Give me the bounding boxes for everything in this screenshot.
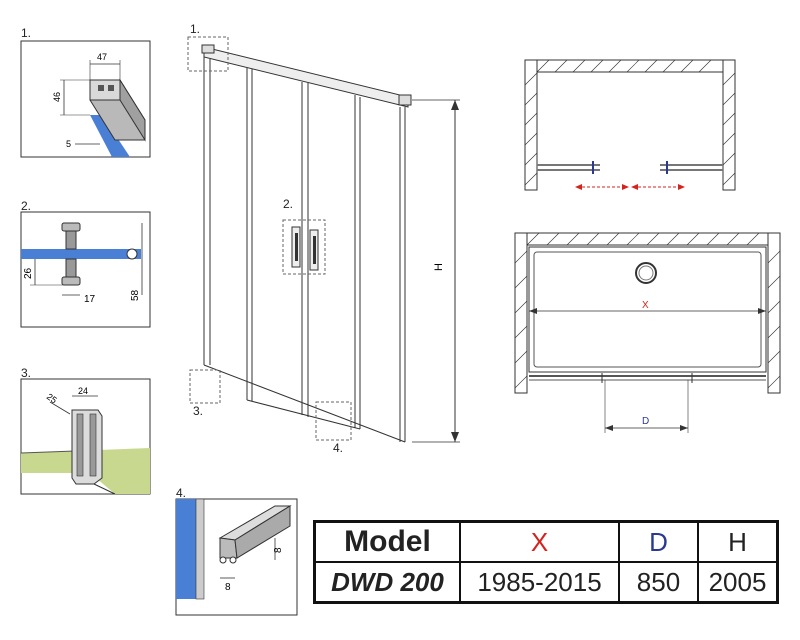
header-d: D <box>618 520 699 563</box>
detail-1-panel: 47 46 5 <box>20 40 151 158</box>
detail-1-dim-side: 5 <box>66 139 71 149</box>
detail-1-number: 1. <box>21 26 32 40</box>
cell-d: 850 <box>618 561 699 604</box>
detail-3-panel: 25 24 <box>20 378 151 495</box>
detail-3-dim-width: 24 <box>78 386 88 396</box>
header-x: X <box>459 520 620 563</box>
door-d-label: D <box>642 416 649 427</box>
plan-sliding-diagram <box>524 59 736 191</box>
cell-model: DWD 200 <box>313 561 461 604</box>
detail-4-panel: 8 8 <box>175 498 298 616</box>
detail-2-number: 2. <box>21 199 32 213</box>
spec-table-row: DWD 200 1985-2015 850 2005 <box>313 561 779 604</box>
detail-1-dim-width: 47 <box>97 52 107 62</box>
callout-2: 2. <box>283 197 294 211</box>
spec-table: Model X D H DWD 200 1985-2015 850 2005 <box>313 520 779 604</box>
detail-3-dim-angle: 25 <box>45 391 59 405</box>
height-label: H <box>433 263 445 271</box>
callout-4: 4. <box>333 441 344 455</box>
detail-2-dim-width: 17 <box>84 294 96 305</box>
width-x-label: X <box>642 300 649 311</box>
header-model: Model <box>313 520 461 563</box>
callout-1: 1. <box>190 22 201 36</box>
callout-3: 3. <box>193 404 204 418</box>
header-h: H <box>697 520 779 563</box>
detail-1-dim-height: 46 <box>52 92 62 102</box>
detail-3-number: 3. <box>21 366 32 380</box>
cell-h: 2005 <box>697 561 779 604</box>
detail-2-dim-height-small: 26 <box>23 267 34 279</box>
detail-4-dim-height: 8 <box>273 547 284 553</box>
shower-door-elevation: H <box>187 36 460 443</box>
detail-4-number: 4. <box>176 486 187 500</box>
spec-table-header-row: Model X D H <box>313 520 779 563</box>
detail-2-dim-height-total: 58 <box>130 289 141 301</box>
detail-4-dim-width: 8 <box>225 582 231 593</box>
cell-x: 1985-2015 <box>459 561 620 604</box>
detail-2-panel: 26 17 58 <box>20 211 151 328</box>
plan-tray-diagram: X D <box>514 232 781 433</box>
